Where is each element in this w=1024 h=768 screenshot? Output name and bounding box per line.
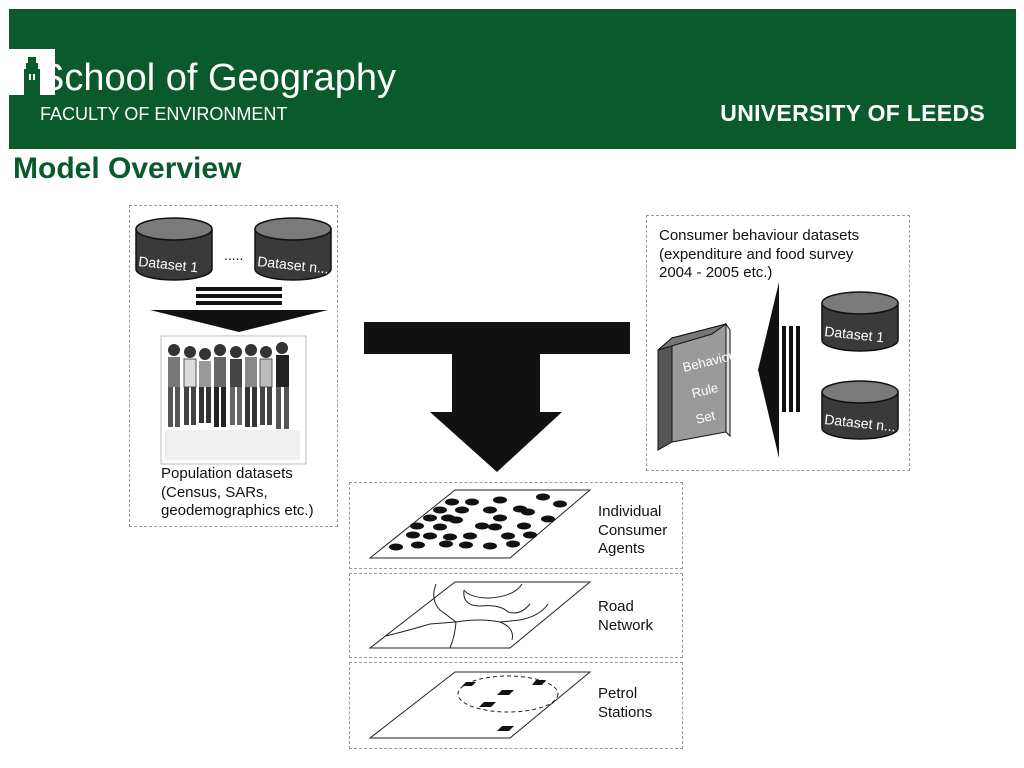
road-layer-panel bbox=[349, 573, 683, 658]
dataset-1-label: Dataset 1 bbox=[138, 253, 199, 275]
merge-down-arrow bbox=[150, 287, 328, 332]
book-label-line-2: Rule bbox=[690, 380, 720, 401]
dataset-1-cylinder: Dataset 1 bbox=[135, 217, 213, 281]
behaviour-left-arrow bbox=[758, 282, 800, 458]
road-layer-label: Road Network bbox=[598, 598, 654, 634]
population-datasets-label: Population datasets (Census, SARs, geode… bbox=[161, 465, 314, 519]
petrol-station-markers bbox=[462, 680, 546, 731]
dataset-n-cylinder: Dataset n... bbox=[254, 217, 332, 281]
petrol-layer-label: Petrol Stations bbox=[598, 685, 653, 721]
university-name: UNIVERSITY OF LEEDS bbox=[720, 100, 985, 126]
consumer-dataset-1-label: Dataset 1 bbox=[824, 323, 885, 345]
dataset-n-label: Dataset n... bbox=[257, 253, 330, 276]
faculty-subtitle: FACULTY OF ENVIRONMENT bbox=[40, 104, 288, 124]
population-people-image bbox=[160, 335, 307, 465]
consumer-behaviour-panel bbox=[646, 215, 910, 471]
university-tower-crest-icon bbox=[9, 49, 55, 95]
agent-dots bbox=[389, 493, 567, 551]
agents-layer-panel bbox=[349, 482, 683, 569]
catchment-ellipse bbox=[457, 675, 559, 713]
consumer-dataset-n-cylinder: Dataset n... bbox=[821, 380, 899, 440]
school-title: School of Geography bbox=[39, 57, 397, 99]
agents-plane bbox=[368, 489, 592, 559]
population-panel bbox=[129, 205, 338, 527]
agents-layer-label: Individual Consumer Agents bbox=[598, 503, 668, 557]
petrol-stations-plane bbox=[368, 671, 592, 739]
behaviour-rule-book-icon: Behaviour Rule Set bbox=[657, 322, 742, 451]
petrol-layer-panel bbox=[349, 662, 683, 749]
header-banner: School of Geography FACULTY OF ENVIRONME… bbox=[9, 9, 1016, 149]
road-network-plane bbox=[368, 581, 592, 649]
consumer-dataset-n-label: Dataset n... bbox=[824, 411, 897, 434]
main-down-arrow bbox=[364, 322, 630, 472]
dataset-ellipsis: ..... bbox=[224, 247, 243, 263]
slide-title: Model Overview bbox=[13, 152, 242, 185]
road-lines bbox=[385, 583, 549, 649]
consumer-dataset-1-cylinder: Dataset 1 bbox=[821, 291, 899, 352]
book-label-line-3: Set bbox=[694, 408, 717, 427]
consumer-behaviour-label: Consumer behaviour datasets (expenditure… bbox=[659, 227, 860, 281]
